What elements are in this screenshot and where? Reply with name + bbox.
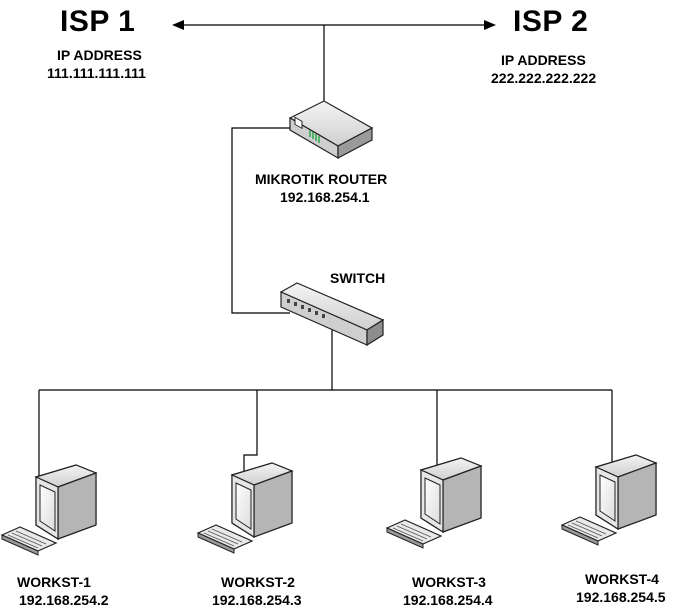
workst-3-name: WORKST-3: [412, 574, 486, 590]
workst-1-ip: 192.168.254.2: [19, 592, 109, 608]
isp2-ip: 222.222.222.222: [491, 70, 597, 86]
workstation-icon-4: [561, 454, 657, 546]
isp1-ip: 111.111.111.111: [47, 65, 146, 81]
isp2-title: ISP 2: [513, 5, 589, 38]
workst-1-name: WORKST-1: [17, 574, 91, 590]
switch-icon: [279, 282, 385, 347]
isp1-title: ISP 1: [60, 5, 136, 38]
router-ip: 192.168.254.1: [280, 189, 370, 205]
workstation-icon-3: [386, 457, 482, 549]
workst-2-name: WORKST-2: [221, 574, 295, 590]
router-name: MIKROTIK ROUTER: [255, 171, 388, 187]
isp2-ip-label: IP ADDRESS: [501, 52, 586, 68]
router-switch-cable: [231, 127, 292, 314]
isp1-ip-label: IP ADDRESS: [57, 47, 142, 63]
workst-3-ip: 192.168.254.4: [403, 592, 493, 608]
lan-bus: [38, 330, 613, 478]
router-icon: [288, 100, 374, 160]
workstation-icon-2: [197, 462, 293, 554]
workst-2-ip: 192.168.254.3: [212, 592, 302, 608]
switch-name: SWITCH: [330, 270, 386, 286]
isp-link: [172, 20, 496, 112]
workstation-icon-1: [1, 464, 97, 556]
workst-4-name: WORKST-4: [585, 571, 659, 587]
workst-4-ip: 192.168.254.5: [576, 589, 666, 605]
